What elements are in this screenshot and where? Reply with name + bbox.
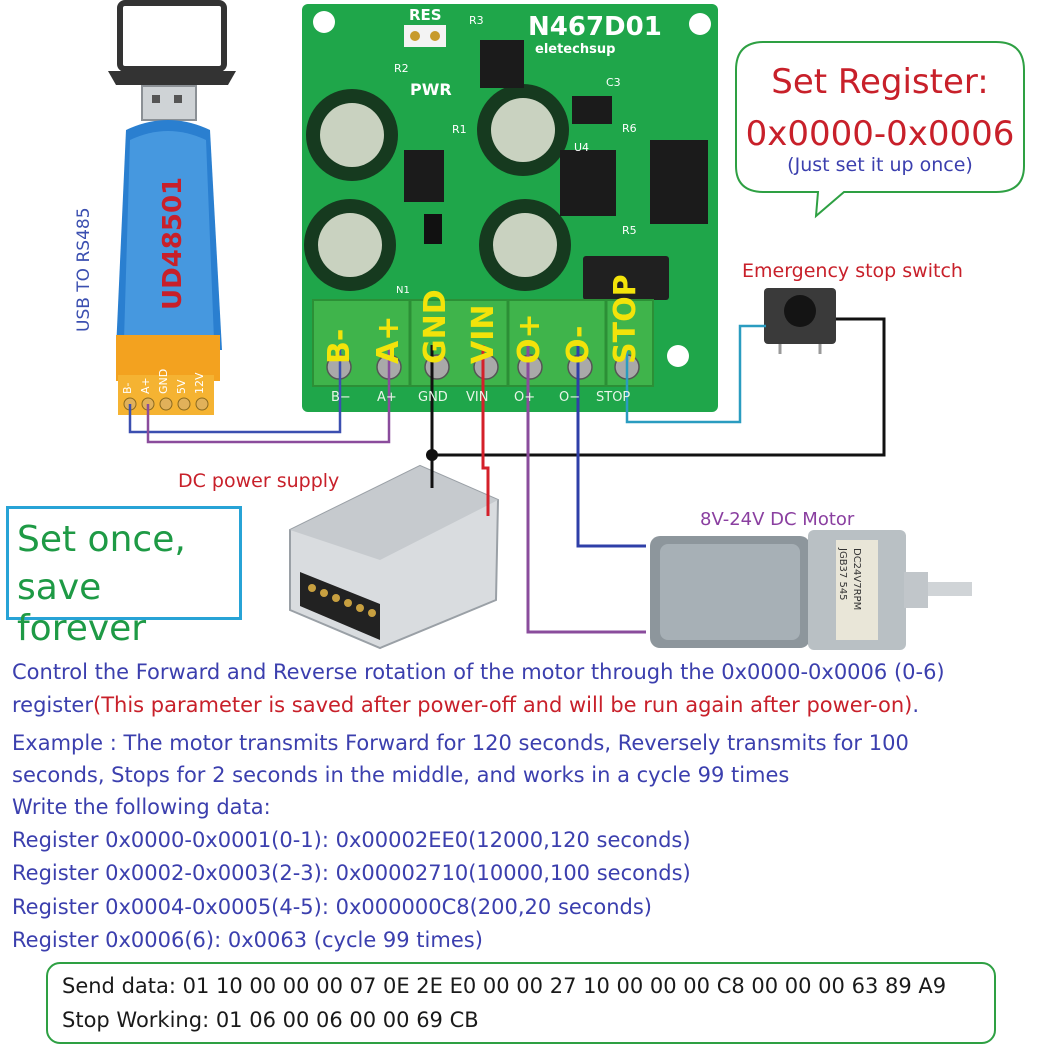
terminal-o-plus: O+ [512,313,547,364]
board-brand-label: eletechsup [535,42,616,57]
terminal-b-minus: B- [322,328,357,364]
adapter-pin-5v: 5V [175,379,188,394]
description-register-word: register [12,693,93,717]
description-line-1: Control the Forward and Reverse rotation… [12,660,945,684]
capacitor-4 [479,199,571,291]
callout-range: 0x0000-0x0006 [745,114,1015,154]
save-forever-box: Set once, save forever [6,506,242,649]
component-r1: R1 [452,123,467,136]
adapter-screws [123,397,209,411]
motor-label: 8V-24V DC Motor [700,509,855,530]
silk-b-minus: B− [331,390,351,405]
save-line-1: Set once, [17,519,186,560]
silk-o-plus: O+ [514,390,536,405]
component-n1: N1 [396,285,410,296]
component-c3: C3 [606,76,621,89]
adapter-pin-12v: 12V [193,372,206,394]
component-r2: R2 [394,62,409,75]
callout-note: (Just set it up once) [787,154,973,176]
laptop-icon [108,0,236,85]
component-r6: R6 [622,122,637,135]
description-period: . [912,693,920,717]
component-r5: R5 [622,224,637,237]
motor-sticker-model: JGB37 545 [837,548,848,601]
adapter-pin-b-minus: B- [121,382,134,394]
write-instruction: Write the following data: [12,795,271,819]
component-r3: R3 [469,14,484,27]
silk-stop: STOP [596,390,631,405]
terminal-a-plus: A+ [371,315,406,364]
capacitor-1 [306,89,398,181]
terminal-stop: STOP [608,274,643,364]
terminal-o-minus: O- [561,325,596,364]
example-line-1: Example : The motor transmits Forward fo… [12,731,909,755]
register-line-2: Register 0x0002-0x0003(2-3): 0x00002710(… [12,861,691,885]
silk-a-plus: A+ [377,390,397,405]
adapter-model-label: UD48501 [158,176,188,310]
register-line-4: Register 0x0006(6): 0x0063 (cycle 99 tim… [12,928,483,952]
example-line-2: seconds, Stops for 2 seconds in the midd… [12,763,790,787]
stop-working-command: Stop Working: 01 06 00 06 00 00 69 CB [62,1008,479,1032]
usb-rs485-adapter [116,85,222,415]
callout-title: Set Register: [771,62,989,102]
capacitor-2 [477,84,569,176]
register-line-3: Register 0x0004-0x0005(4-5): 0x000000C8(… [12,895,652,919]
pwr-label: PWR [410,80,452,99]
send-data-command: Send data: 01 10 00 00 00 07 0E 2E E0 00… [62,974,947,998]
emergency-stop-switch [764,288,836,354]
save-line-2: save forever [17,567,147,649]
register-line-1: Register 0x0000-0x0001(0-1): 0x00002EE0(… [12,828,691,852]
board-model-label: N467D01 [528,12,662,42]
res-label: RES [409,6,442,24]
dc-power-supply [289,464,500,650]
description-saved-note: (This parameter is saved after power-off… [93,693,913,717]
silk-o-minus: O− [559,390,581,405]
adapter-pin-a-plus: A+ [139,377,152,394]
register-callout: Set Register: 0x0000-0x0006 (Just set it… [734,40,1026,219]
component-u4: U4 [574,141,590,154]
terminal-vin: VIN [466,304,501,365]
adapter-pin-gnd: GND [157,368,170,394]
command-box: Send data: 01 10 00 00 00 07 0E 2E E0 00… [46,962,996,1044]
silk-gnd: GND [418,390,448,405]
description-line-2: register(This parameter is saved after p… [12,693,919,717]
terminal-gnd: GND [418,289,453,364]
dc-motor [650,530,972,650]
silk-vin: VIN [466,390,489,405]
power-supply-label: DC power supply [178,470,340,492]
capacitor-3 [304,199,396,291]
adapter-side-label: USB TO RS485 [74,207,94,332]
emergency-stop-label: Emergency stop switch [742,260,963,282]
motor-sticker-spec: DC24V7RPM [851,548,862,611]
